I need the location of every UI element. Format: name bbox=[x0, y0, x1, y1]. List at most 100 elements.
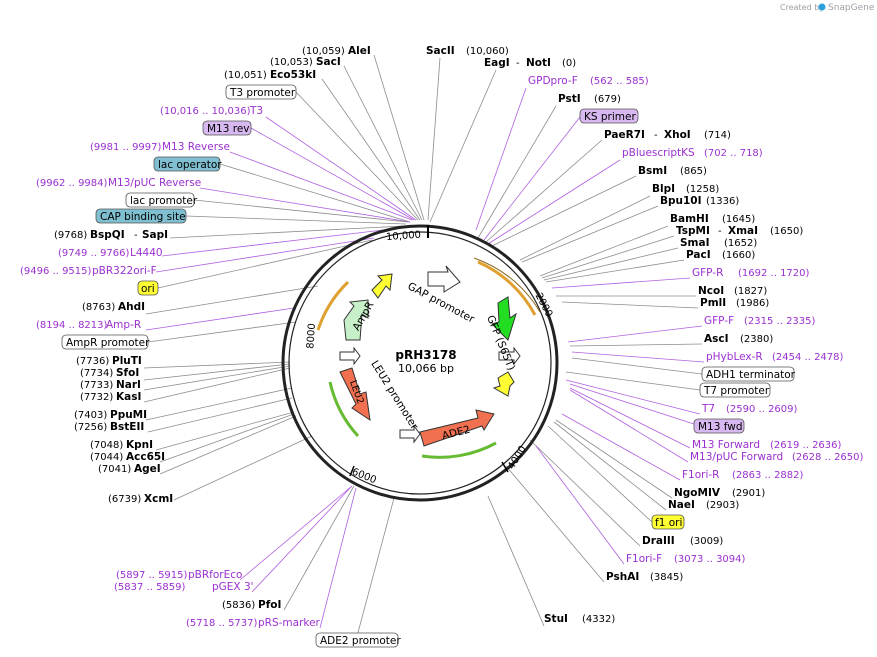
ppumi-name: PpuMI bbox=[110, 409, 147, 421]
svg-text:PstI (679): PstI (679) bbox=[558, 93, 621, 105]
svg-text:DraIII (3009): DraIII (3009) bbox=[642, 535, 723, 547]
draiii-name: DraIII bbox=[642, 535, 675, 547]
leader-line bbox=[529, 439, 641, 547]
adh1-terminator-arrow bbox=[498, 346, 521, 366]
leader-line bbox=[519, 195, 651, 261]
pbrforeco-name: pBRforEco bbox=[188, 569, 242, 581]
kpni-pos: (7048) bbox=[90, 440, 123, 451]
eagi-pos: (0) bbox=[562, 58, 576, 69]
leader-line bbox=[551, 277, 691, 289]
leader-line bbox=[193, 199, 409, 223]
cap-binding-site-box bbox=[95, 208, 187, 224]
svg-text:M13 Forward (2619 .. 263: M13 Forward (2619 .. 2636) bbox=[692, 439, 842, 451]
svg-text:(7044) Acc65I: (7044) Acc65I bbox=[90, 451, 165, 463]
leader-line bbox=[265, 116, 417, 221]
leader-line bbox=[561, 413, 681, 481]
orange-arc-gap bbox=[477, 260, 537, 316]
leader-line bbox=[429, 69, 497, 223]
tspmi-name: TspMI bbox=[676, 225, 710, 237]
svg-text:(8763) AhdI: (8763) AhdI bbox=[82, 301, 145, 313]
pbluescriptks-pos: (702 .. 718) bbox=[704, 148, 763, 159]
leader-line bbox=[161, 227, 401, 257]
lac-promoter-label: lac promoter bbox=[130, 195, 198, 207]
leader-line bbox=[543, 247, 679, 281]
leader-line bbox=[219, 163, 411, 223]
naei-pos: (2903) bbox=[706, 500, 739, 511]
leader-line bbox=[483, 116, 581, 241]
agei-pos: (7041) bbox=[98, 464, 131, 475]
leader-line bbox=[145, 387, 293, 421]
leader-line bbox=[571, 351, 705, 363]
svg-text:(7734) SfoI: (7734) SfoI bbox=[80, 367, 139, 379]
pmli-name: PmlI bbox=[700, 297, 726, 309]
eagi-name: EagI bbox=[484, 57, 510, 69]
blpi-pos: (1258) bbox=[686, 184, 719, 195]
t3-name: T3 bbox=[249, 105, 263, 117]
leader-line bbox=[283, 485, 355, 611]
svg-text:pBluescriptKS (702 .. 71: pBluescriptKS (702 .. 718) bbox=[622, 147, 763, 159]
leader-line bbox=[545, 259, 685, 283]
xmai-name: XmaI bbox=[728, 225, 758, 237]
tick-4000-mark bbox=[501, 461, 509, 473]
plasmid-backbone bbox=[281, 224, 559, 502]
f1-ori-label: f1 ori bbox=[655, 517, 682, 529]
pshai-name: PshAI bbox=[606, 571, 639, 583]
bpu10i-pos: (1336) bbox=[706, 196, 739, 207]
tick-8000: 8000 bbox=[305, 323, 318, 349]
svg-text:BlpI (1258): BlpI (1258) bbox=[652, 183, 719, 195]
leader-line bbox=[295, 91, 419, 221]
prs-marker-name: pRS-marker bbox=[258, 617, 321, 629]
leader-line bbox=[250, 127, 415, 221]
gfp-r-pos: (1692 .. 1720) bbox=[738, 268, 810, 279]
ks-primer-label: KS primer bbox=[584, 111, 636, 123]
f1ori-r-pos: (2863 .. 2882) bbox=[732, 470, 804, 481]
t7-pos: (2590 .. 2609) bbox=[726, 404, 798, 415]
ampr-promoter-label: AmpR promoter bbox=[66, 337, 150, 349]
m13puc-forward-pos: (2628 .. 2650) bbox=[792, 452, 864, 463]
svg-text:NgoMIV (2901): NgoMIV (2901) bbox=[674, 487, 765, 499]
leader-line bbox=[477, 105, 557, 239]
leader-line bbox=[143, 365, 291, 391]
leu2-promoter-arrow bbox=[399, 424, 421, 444]
svg-text:NaeI (2903): NaeI (2903) bbox=[668, 499, 739, 511]
amp-r-name: Amp-R bbox=[106, 319, 141, 331]
leader-line bbox=[155, 237, 375, 273]
leader-line bbox=[555, 419, 673, 499]
bamhi-pos: (1645) bbox=[722, 214, 755, 225]
kpni-name: KpnI bbox=[126, 439, 153, 451]
ngomiv-name: NgoMIV bbox=[674, 487, 721, 499]
leader-line bbox=[155, 411, 295, 451]
saci-pos: (10,053) bbox=[270, 57, 313, 68]
pbrforeco-pos: (5897 .. 5915) bbox=[116, 570, 188, 581]
svg-text:(9962 .. 9984) M13/pUC R: (9962 .. 9984) M13/pUC Reverse bbox=[36, 177, 201, 189]
svg-text:pHybLex-R (2454 .. 2478): pHybLex-R (2454 .. 2478) bbox=[706, 351, 844, 363]
leader-line bbox=[521, 205, 659, 263]
plasmid-length: 10,066 bp bbox=[398, 362, 454, 375]
sacii-pos: (10,060) bbox=[466, 46, 509, 57]
svg-text:(10,053) SacI: (10,053) SacI bbox=[270, 56, 341, 68]
eco53ki-name: Eco53kI bbox=[270, 69, 316, 81]
svg-text:PmlI (1986): PmlI (1986) bbox=[700, 297, 769, 309]
svg-text:(5837 .. 5859) pGEX 3': (5837 .. 5859) pGEX 3' bbox=[114, 581, 254, 593]
leader-line bbox=[185, 215, 407, 225]
svg-text:GFP-F (2315 .. 2335): GFP-F (2315 .. 2335) bbox=[704, 315, 816, 327]
tick-10000: 10,000 bbox=[386, 230, 422, 243]
adh1-terminator-label: ADH1 terminator bbox=[706, 369, 796, 381]
svg-text:(8194 .. 8213) Amp-R: (8194 .. 8213) Amp-R bbox=[36, 319, 141, 331]
svg-text:(9749 .. 9766) L4440: (9749 .. 9766) L4440 bbox=[58, 247, 163, 259]
m13puc-reverse-name: M13/pUC Reverse bbox=[108, 177, 201, 189]
ngomiv-pos: (2901) bbox=[732, 488, 765, 499]
m13puc-forward-name: M13/pUC Forward bbox=[690, 451, 783, 463]
gfp-f-name: GFP-F bbox=[704, 315, 734, 327]
svg-text:SacII (10,060): SacII (10,060) bbox=[426, 45, 509, 57]
svg-text:TspMI - XmaI: TspMI - XmaI (1650) bbox=[676, 225, 803, 237]
acc65i-pos: (7044) bbox=[90, 452, 123, 463]
svg-text:NcoI (1827): NcoI (1827) bbox=[698, 285, 767, 297]
svg-text:(10,016 .. 10,036) T3: (10,016 .. 10,036) T3 bbox=[160, 105, 263, 117]
leader-line bbox=[147, 321, 297, 343]
leader-line bbox=[355, 497, 395, 641]
svg-text:GPDpro-F (562 .. 585): GPDpro-F (562 .. 585) bbox=[528, 75, 649, 87]
m13-reverse-pos: (9981 .. 9997) bbox=[90, 142, 162, 153]
psti-name: PstI bbox=[558, 93, 581, 105]
leader-line bbox=[145, 307, 295, 331]
